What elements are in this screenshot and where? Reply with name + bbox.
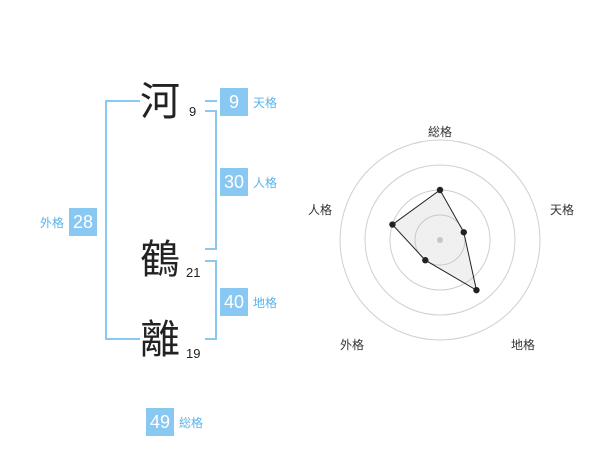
chikaku-score: 40 地格 bbox=[220, 288, 277, 316]
radar-chart bbox=[320, 120, 560, 360]
name-char-2: 鶴 bbox=[140, 237, 180, 283]
tenkaku-connector bbox=[205, 100, 217, 102]
radar-axis-label-jinkaku: 人格 bbox=[308, 203, 333, 217]
radar-point-4 bbox=[422, 257, 429, 264]
tenkaku-score: 9 天格 bbox=[220, 88, 277, 116]
jinkaku-bracket bbox=[205, 110, 217, 250]
radar-svg bbox=[339, 139, 541, 341]
jinkaku-label: 人格 bbox=[253, 175, 278, 190]
name-char-3-strokes: 19 bbox=[186, 346, 201, 361]
gaikaku-value: 28 bbox=[69, 208, 98, 236]
radar-point-3 bbox=[473, 286, 480, 294]
radar-axis-label-soukaku: 総格 bbox=[428, 125, 453, 139]
radar-ring-3 bbox=[364, 164, 516, 316]
gaikaku-bracket bbox=[105, 100, 140, 340]
radar-axis-label-chikaku: 地格 bbox=[511, 338, 536, 352]
chikaku-label: 地格 bbox=[253, 295, 278, 310]
soukaku-score: 49 総格 bbox=[146, 408, 203, 436]
radar-point-1 bbox=[436, 186, 444, 194]
radar-center-dot bbox=[437, 237, 443, 243]
soukaku-value: 49 bbox=[146, 408, 175, 436]
radar-ring-4 bbox=[339, 139, 541, 341]
radar-point-5 bbox=[389, 221, 396, 228]
radar-axis-label-gaikaku: 外格 bbox=[340, 338, 365, 352]
chikaku-bracket bbox=[205, 260, 217, 340]
soukaku-label: 総格 bbox=[179, 415, 204, 430]
gaikaku-label: 外格 bbox=[40, 215, 65, 230]
name-char-1: 河 bbox=[140, 79, 180, 125]
jinkaku-score: 30 人格 bbox=[220, 168, 277, 196]
jinkaku-value: 30 bbox=[220, 168, 249, 196]
name-char-2-strokes: 21 bbox=[186, 265, 201, 280]
radar-polygon bbox=[391, 189, 478, 292]
tenkaku-value: 9 bbox=[220, 88, 248, 116]
radar-axis-label-tenkaku: 天格 bbox=[550, 203, 575, 217]
tenkaku-label: 天格 bbox=[253, 95, 278, 110]
chikaku-value: 40 bbox=[220, 288, 249, 316]
radar-point-2 bbox=[460, 229, 467, 236]
name-char-1-strokes: 9 bbox=[189, 104, 197, 119]
gaikaku-score: 外格 28 bbox=[40, 208, 98, 236]
name-char-3: 離 bbox=[140, 317, 180, 363]
